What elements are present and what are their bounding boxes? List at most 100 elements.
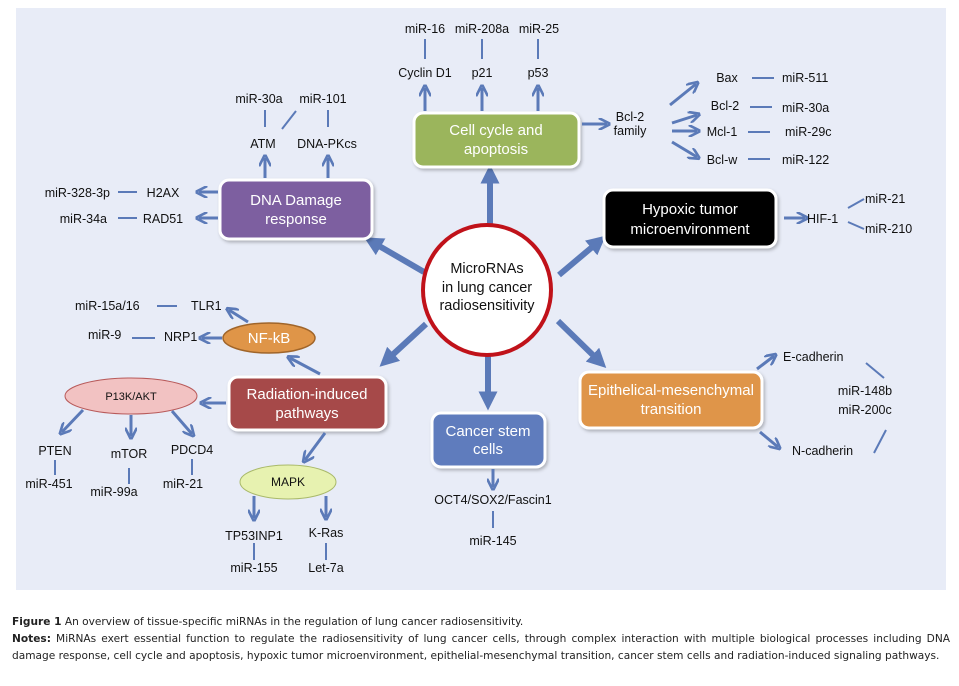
- radiation-rect: [227, 375, 388, 432]
- radiation-line-2: pathways: [275, 405, 338, 422]
- mapk-label: MAPK: [271, 475, 305, 489]
- figure-text: An overview of tissue-specific miRNAs in…: [61, 616, 524, 628]
- dna-damage-rect: [218, 178, 374, 241]
- mirna-9: miR-9: [88, 328, 121, 342]
- mirna-122: miR-122: [782, 153, 829, 167]
- mirna-16: miR-16: [405, 22, 445, 36]
- center-line-2: in lung cancer: [442, 280, 532, 296]
- mirna-30a: miR-30a: [235, 92, 282, 106]
- arrow-to-mapk: [305, 432, 327, 460]
- emt-rect: [578, 370, 764, 430]
- target-tlr1: TLR1: [191, 299, 222, 313]
- mirna-29c: miR-29c: [785, 125, 832, 139]
- diagram: MicroRNAs in lung cancer radiosensitivit…: [25, 22, 912, 575]
- emt-box: Epithelical-mesenchymal transition: [578, 370, 764, 430]
- target-hif1: HIF-1: [807, 212, 838, 226]
- pi3k-oval: P13K/AKT: [64, 377, 198, 415]
- cell-cycle-box: Cell cycle and apoptosis: [412, 111, 581, 169]
- target-mcl1: Mcl-1: [707, 125, 738, 139]
- mirna-208a: miR-208a: [455, 22, 509, 36]
- target-kras: K-Ras: [309, 526, 344, 540]
- center-line-1: MicroRNAs: [450, 261, 523, 277]
- target-bax: Bax: [716, 71, 738, 85]
- figure-caption: Figure 1 An overview of tissue-specific …: [12, 614, 950, 665]
- notes-text: MiRNAs exert essential function to regul…: [12, 633, 950, 662]
- pi3k-label: P13K/AKT: [105, 391, 157, 403]
- figure-label: Figure 1: [12, 616, 62, 628]
- target-p21: p21: [472, 66, 493, 80]
- dna-damage-box: DNA Damage response: [218, 178, 374, 241]
- radiation-box: Radiation-induced pathways: [227, 375, 388, 432]
- mirna-451: miR-451: [25, 477, 72, 491]
- arrow-center-to-hypoxic: [557, 235, 606, 278]
- arrow-to-pten: [62, 408, 85, 432]
- emt-line-1: Epithelical-mesenchymal: [588, 382, 754, 399]
- mirna-210: miR-210: [865, 222, 912, 236]
- center-node: MicroRNAs in lung cancer radiosensitivit…: [421, 223, 553, 357]
- arrow-to-nfkb: [290, 358, 321, 376]
- mirna-21-hif: miR-21: [865, 192, 905, 206]
- stem-box: Cancer stem cells: [430, 411, 547, 469]
- cell-cycle-rect: [412, 111, 581, 169]
- hypoxic-rect: [602, 188, 778, 249]
- mirna-34a: miR-34a: [60, 212, 107, 226]
- mirna-200c: miR-200c: [838, 403, 892, 417]
- target-rad51: RAD51: [143, 212, 183, 226]
- pi3k-ellipse: [64, 377, 198, 415]
- center-circle: [421, 223, 553, 357]
- mirna-let7a: Let-7a: [308, 561, 343, 575]
- dna-damage-line-2: response: [265, 211, 327, 228]
- target-h2ax: H2AX: [147, 186, 180, 200]
- mirna-21-pdcd4: miR-21: [163, 477, 203, 491]
- cell-cycle-line-1: Cell cycle and: [449, 122, 542, 139]
- radiation-line-1: Radiation-induced: [247, 386, 368, 403]
- mirna-145: miR-145: [469, 534, 516, 548]
- mapk-oval: MAPK: [239, 464, 337, 500]
- stem-line-2: cells: [473, 441, 503, 458]
- emt-line-2: transition: [641, 401, 702, 418]
- link-hif1-mir21: [847, 198, 865, 209]
- nfkb-oval: NF-kB: [222, 322, 316, 354]
- link-e-cadherin-mirnas: [865, 362, 885, 379]
- target-cyclin-d1: Cyclin D1: [398, 66, 452, 80]
- mirna-101: miR-101: [299, 92, 346, 106]
- figure-title: Figure 1 An overview of tissue-specific …: [12, 614, 950, 631]
- figure-notes: Notes: MiRNAs exert essential function t…: [12, 631, 950, 665]
- link-n-cadherin-mirnas: [873, 429, 887, 454]
- arrow-to-bclw: [671, 140, 697, 157]
- mirna-511: miR-511: [782, 71, 828, 85]
- target-e-cadherin: E-cadherin: [783, 350, 843, 364]
- dna-damage-line-1: DNA Damage: [250, 192, 342, 209]
- target-atm: ATM: [250, 137, 275, 151]
- bcl2-family-line-1: Bcl-2: [616, 110, 645, 124]
- stem-line-1: Cancer stem: [445, 423, 530, 440]
- arrow-to-bax: [669, 84, 696, 107]
- target-p53: p53: [528, 66, 549, 80]
- target-tp53inp1: TP53INP1: [225, 529, 283, 543]
- mapk-ellipse: [239, 464, 337, 500]
- arrow-to-bcl2: [671, 115, 697, 125]
- cell-cycle-line-2: apoptosis: [464, 141, 528, 158]
- target-nrp1: NRP1: [164, 330, 197, 344]
- link-atm-mir101: [281, 110, 297, 130]
- arrow-to-e-cadherin: [756, 356, 774, 371]
- mirna-25: miR-25: [519, 22, 559, 36]
- link-hif1-mir210: [847, 221, 865, 230]
- target-pten: PTEN: [38, 444, 71, 458]
- arrow-to-n-cadherin: [759, 430, 778, 447]
- arrow-to-pdcd4: [170, 410, 192, 434]
- center-line-3: radiosensitivity: [439, 298, 535, 314]
- arrow-to-tlr1: [229, 310, 249, 324]
- mirna-148b: miR-148b: [838, 384, 892, 398]
- notes-label: Notes:: [12, 633, 51, 645]
- target-bcl2: Bcl-2: [711, 99, 740, 113]
- bcl2-family-line-2: family: [614, 124, 647, 138]
- nfkb-ellipse: [222, 322, 316, 354]
- stem-rect: [430, 411, 547, 469]
- hypoxic-box: Hypoxic tumor microenvironment: [602, 188, 778, 249]
- hypoxic-line-2: microenvironment: [630, 221, 750, 238]
- mirna-15a-16: miR-15a/16: [75, 299, 140, 313]
- target-pdcd4: PDCD4: [171, 443, 213, 457]
- hypoxic-line-1: Hypoxic tumor: [642, 201, 738, 218]
- mirna-30a-bcl2: miR-30a: [782, 101, 829, 115]
